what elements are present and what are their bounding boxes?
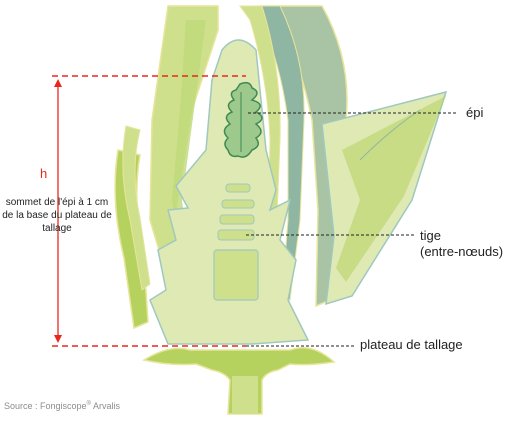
height-label: h bbox=[40, 166, 47, 181]
arrow-down-icon bbox=[54, 335, 62, 343]
epi-label: épi bbox=[466, 105, 483, 120]
source-prefix: Source : Fongiscope bbox=[4, 401, 87, 411]
source-credit: Source : Fongiscope® Arvalis bbox=[4, 401, 120, 411]
plateau-label: plateau de tallage bbox=[360, 337, 463, 352]
tige-label-line2: (entre-nœuds) bbox=[420, 244, 503, 260]
arrow-up-icon bbox=[54, 79, 62, 87]
tige-label: tige (entre-nœuds) bbox=[420, 228, 503, 260]
tige-label-line1: tige bbox=[420, 228, 503, 244]
tillering-node bbox=[144, 348, 334, 414]
source-suffix: Arvalis bbox=[91, 401, 120, 411]
measurement-description: sommet de l'épi à 1 cm de la base du pla… bbox=[2, 196, 112, 235]
